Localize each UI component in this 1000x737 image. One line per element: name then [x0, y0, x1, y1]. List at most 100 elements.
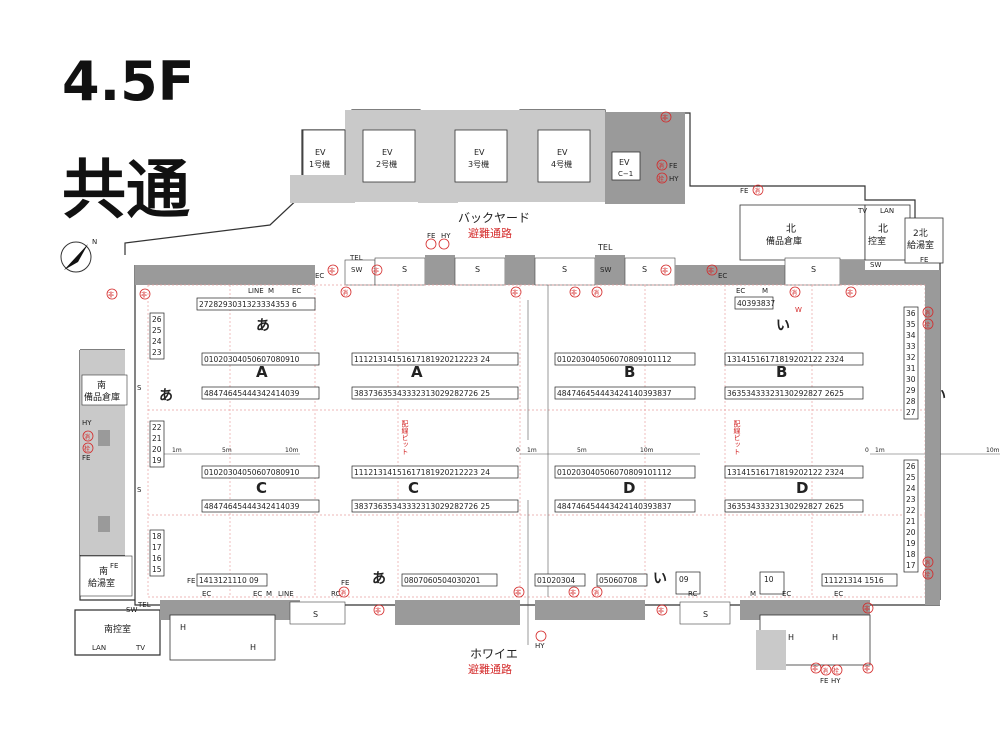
scale-10m: 10m	[285, 447, 299, 454]
section-b-label: B	[624, 363, 635, 381]
booth-row: 484746454443424140393837	[557, 502, 672, 511]
sw-label: SW	[600, 266, 611, 274]
h-label: H	[788, 633, 794, 642]
fe-label: FE	[669, 162, 677, 170]
ec-label: EC	[834, 590, 843, 598]
floor-title: 4.5F	[62, 50, 195, 113]
svg-text:南: 南	[99, 565, 108, 577]
booth-row: 11121314151617181920212223 24	[354, 355, 490, 364]
svg-text:29: 29	[906, 386, 916, 395]
booth-row: 2728293031323334353 6	[199, 300, 297, 309]
booth-row: 11121314 1516	[824, 576, 884, 585]
svg-text:26: 26	[906, 462, 916, 471]
scale-5m: 5m	[577, 447, 587, 454]
elevator-3-name: EV	[474, 148, 485, 157]
elevator-2-number: 2号機	[376, 159, 397, 169]
svg-text:32: 32	[906, 353, 916, 362]
svg-text:26: 26	[152, 315, 162, 324]
sw-label: SW	[870, 261, 881, 269]
scale-zero: 0	[865, 447, 869, 454]
evac-route-bottom: 避難通路	[468, 662, 512, 676]
emergency-exit-icon: 非	[864, 605, 870, 613]
svg-text:18: 18	[152, 532, 162, 541]
zone-i-label: い	[653, 571, 667, 587]
tel-label: TEL	[597, 243, 613, 252]
fe-label: FE	[920, 256, 928, 264]
booth-row: 01020304050607080910	[204, 468, 300, 477]
sw-label: SW	[351, 266, 362, 274]
ec-label: EC	[292, 287, 301, 295]
booth-row: 36353433323130292827 2625	[727, 502, 844, 511]
emergency-exit-icon: 非	[512, 289, 518, 297]
svg-text:20: 20	[152, 445, 162, 454]
wiring-pit-label: 配線ピット	[401, 420, 409, 455]
evac-route-top: 避難通路	[468, 226, 512, 240]
elevator-3-number: 3号機	[468, 159, 489, 169]
booth-row: 010203040506070809101112	[557, 468, 672, 477]
booth-row: 38373635343332313029282726 25	[354, 502, 490, 511]
svg-text:南: 南	[97, 379, 106, 391]
emergency-exit-icon: 非	[662, 267, 668, 275]
booth-row: 10	[764, 575, 774, 584]
extinguisher-icon: 消	[593, 589, 599, 597]
s-label: S	[642, 265, 647, 274]
south-rooms: 南 備品倉庫 HY FE 消 栓 南 給湯室 FE S S SW TEL 南控室…	[79, 350, 151, 652]
booths: 2728293031323334353 6 010203040506070809…	[196, 296, 898, 595]
fe-label: FE	[427, 232, 435, 240]
scale-1m: 1m	[172, 447, 182, 454]
hy-label: HY	[441, 232, 451, 240]
m-label: M	[750, 590, 756, 598]
booth-row: 38373635343332313029282726 25	[354, 389, 490, 398]
zone-a-label: あ	[256, 318, 270, 334]
emergency-exit-icon: 非	[329, 267, 335, 275]
ec-label: EC	[718, 272, 727, 280]
extinguisher-icon: 消	[924, 559, 930, 567]
booth-row: 13141516171819202122 2324	[727, 355, 844, 364]
north-storage-label: 備品倉庫	[766, 235, 802, 247]
booth-row: 05060708	[599, 576, 637, 585]
extinguisher-icon: 消	[754, 187, 760, 195]
emergency-exit-icon: 非	[108, 291, 114, 299]
south-storage-label: 備品倉庫	[84, 391, 120, 403]
svg-text:34: 34	[906, 331, 916, 340]
fe-label: FE	[82, 454, 90, 462]
elevator-4-number: 4号機	[551, 159, 572, 169]
booth-row: 484746454443424140393837	[557, 389, 672, 398]
tel-label: TEL	[137, 601, 151, 609]
booth-row: 11121314151617181920212223 24	[354, 468, 490, 477]
booth-row: 010203040506070809101112	[557, 355, 672, 364]
emergency-exit-icon: 非	[847, 289, 853, 297]
rc-label: RC	[688, 590, 698, 598]
svg-text:33: 33	[906, 342, 916, 351]
elevator-c1-number: C−1	[618, 170, 633, 178]
m-label: M	[266, 590, 272, 598]
zone-a-label: あ	[159, 388, 173, 404]
hydrant-icon: 栓	[84, 445, 90, 453]
svg-text:31: 31	[906, 364, 916, 373]
m-label: M	[268, 287, 274, 295]
h-label: H	[832, 633, 838, 642]
svg-text:N: N	[92, 238, 97, 246]
fe-label: FE	[187, 577, 195, 585]
svg-text:16: 16	[152, 554, 162, 563]
compass-icon: N	[60, 238, 97, 273]
emergency-exit-icon: 非	[708, 267, 714, 275]
elevator-c1-name: EV	[619, 158, 630, 167]
lan-label: LAN	[92, 644, 106, 652]
svg-text:23: 23	[906, 495, 916, 504]
ec-label: EC	[315, 272, 324, 280]
svg-text:27: 27	[906, 408, 916, 417]
svg-text:30: 30	[906, 375, 916, 384]
svg-text:17: 17	[152, 543, 162, 552]
section-b-label: B	[776, 363, 787, 381]
vertical-booths: 26 25 24 23 22 21 20 19 18 17 16 15 36 3…	[149, 306, 919, 577]
scale-5m: 5m	[222, 447, 232, 454]
fe-label: FE	[820, 677, 828, 685]
lan-label: LAN	[880, 207, 894, 215]
svg-text:20: 20	[906, 528, 916, 537]
m-label: M	[762, 287, 768, 295]
ec-label: EC	[736, 287, 745, 295]
floor-subtitle: 共通	[62, 154, 190, 228]
svg-text:北: 北	[786, 223, 796, 235]
